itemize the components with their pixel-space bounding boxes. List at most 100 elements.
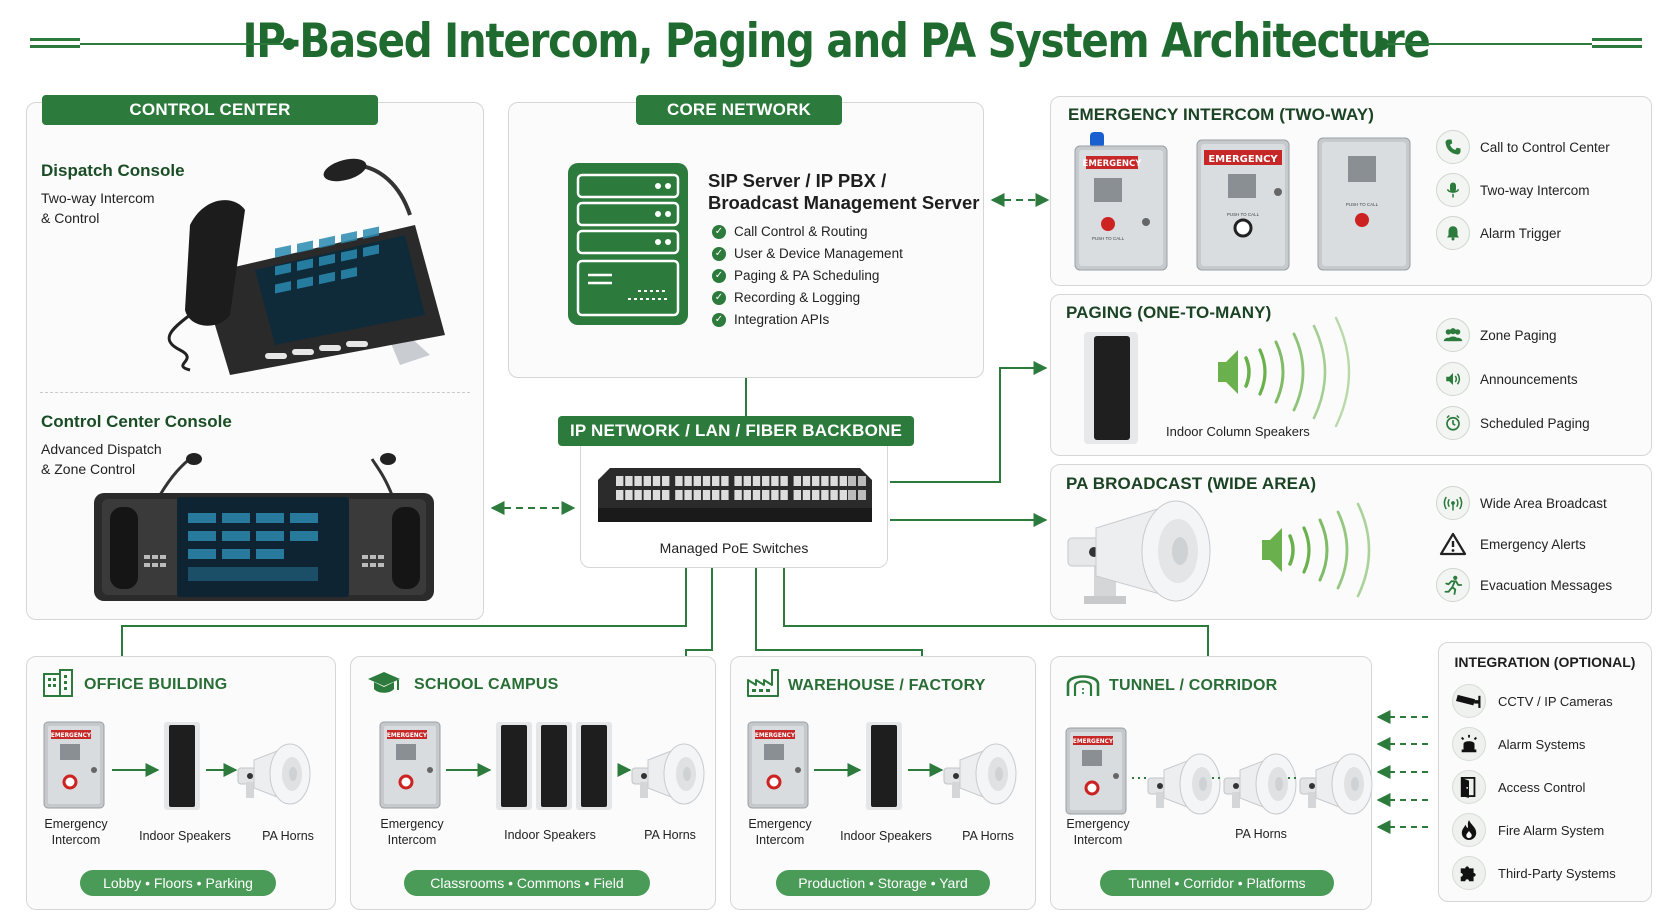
server-title: SIP Server / IP PBX / Broadcast Manageme… (708, 170, 979, 214)
switch-port (693, 476, 701, 486)
paging-title: PAGING (ONE-TO-MANY) (1066, 303, 1272, 322)
switch-port (830, 476, 838, 486)
switch-port (702, 490, 711, 500)
svg-text:EMERGENCY: EMERGENCY (387, 733, 428, 739)
site-column-speaker (866, 722, 902, 810)
site-column-speaker (496, 722, 532, 810)
svg-text:PUSH TO CALL: PUSH TO CALL (1227, 212, 1260, 217)
speaker-icon (1436, 362, 1470, 396)
switch-port (780, 476, 788, 486)
site-tunnel-title: TUNNEL / CORRIDOR (1109, 677, 1278, 694)
check-icon: ✓ (712, 313, 726, 327)
switch-port (771, 490, 779, 500)
switch-port (675, 476, 683, 486)
bell-icon (1436, 216, 1470, 250)
site-office-title: OFFICE BUILDING (84, 676, 228, 693)
svg-text:PUSH TO CALL: PUSH TO CALL (1346, 202, 1379, 207)
switch-port (616, 476, 624, 486)
site-tunnel-horns-label: PA Horns (1235, 827, 1287, 841)
svg-text:PUSH TO CALL: PUSH TO CALL (1092, 236, 1125, 241)
switch-uplink-port (848, 476, 856, 486)
switch-uplink-port (858, 476, 866, 486)
switch-port (625, 490, 633, 500)
switch-port (802, 490, 811, 500)
control-center-header: CONTROL CENTER (42, 95, 378, 125)
site-column-speaker (576, 722, 612, 810)
svg-text:EMERGENCY: EMERGENCY (1083, 159, 1143, 169)
switch-port (752, 476, 761, 486)
site-pa-horn (1147, 753, 1221, 815)
feature-two-way-intercom: Two-way Intercom (1436, 173, 1610, 207)
switch-port (734, 476, 742, 486)
graduation-cap-icon (368, 672, 400, 693)
microphone-icon (1436, 173, 1470, 207)
feature-wide-area-broadcast: Wide Area Broadcast (1436, 486, 1612, 520)
control-center-console-desc1: Advanced Dispatch (41, 441, 162, 457)
door-icon (1452, 770, 1486, 804)
poe-switch-label: Managed PoE Switches (659, 540, 809, 556)
check-icon: ✓ (712, 269, 726, 283)
feature-call-to-control: Call to Control Center (1436, 130, 1610, 164)
site-intercom-box: EMERGENCY (747, 721, 809, 809)
switch-port (830, 490, 838, 500)
switch-port (684, 490, 692, 500)
switch-port (762, 476, 770, 486)
switch-port (684, 476, 692, 486)
site-tunnel-zones: Tunnel • Corridor • Platforms (1100, 870, 1334, 896)
switch-port (702, 476, 711, 486)
switch-port (616, 490, 624, 500)
pa-broadcast-title: PA BROADCAST (WIDE AREA) (1066, 474, 1317, 493)
backbone-header: IP NETWORK / LAN / FIBER BACKBONE (558, 416, 914, 446)
switch-port (662, 476, 670, 486)
switch-port (793, 476, 801, 486)
control-center-console-title: Control Center Console (41, 412, 232, 431)
tunnel-icon (1066, 675, 1100, 696)
dispatch-console-desc1: Two-way Intercom (41, 190, 155, 206)
svg-text:EMERGENCY: EMERGENCY (1073, 739, 1114, 745)
switch-port (712, 490, 720, 500)
site-column-speaker (164, 722, 200, 810)
integration-alarm: Alarm Systems (1452, 727, 1616, 761)
switch-port (752, 490, 761, 500)
switch-port (812, 490, 820, 500)
dispatch-console-title: Dispatch Console (41, 161, 185, 180)
switch-uplink-port (858, 490, 866, 500)
pa-horn-device (1067, 500, 1211, 604)
cctv-camera-icon (1452, 684, 1486, 718)
server-feature-list: ✓Call Control & Routing ✓User & Device M… (712, 221, 903, 331)
feature-alarm-trigger: Alarm Trigger (1436, 216, 1610, 250)
paging-panel (1050, 294, 1652, 456)
puzzle-piece-icon (1452, 856, 1486, 890)
switch-port (743, 476, 751, 486)
check-icon: ✓ (712, 291, 726, 305)
siren-icon (1452, 727, 1486, 761)
server-feature: ✓Recording & Logging (712, 287, 903, 309)
building-icon (43, 669, 73, 697)
integration-access-control: Access Control (1452, 770, 1616, 804)
site-warehouse-horns-label: PA Horns (962, 829, 1014, 843)
svg-text:EMERGENCY: EMERGENCY (755, 733, 796, 739)
server-feature: ✓Integration APIs (712, 309, 903, 331)
feature-emergency-alerts: Emergency Alerts (1436, 527, 1612, 561)
sound-waves-pa (1262, 502, 1371, 598)
switch-port (625, 476, 633, 486)
sound-waves-paging (1218, 316, 1351, 428)
running-person-icon (1436, 568, 1470, 602)
pa-feature-list: Wide Area Broadcast Emergency Alerts Eva… (1436, 486, 1612, 602)
switch-port (839, 490, 847, 500)
switch-port (821, 490, 829, 500)
site-school-speakers-label: Indoor Speakers (504, 828, 596, 842)
integration-list: CCTV / IP Cameras Alarm Systems Access C… (1452, 684, 1616, 890)
integration-title: INTEGRATION (OPTIONAL) (1454, 654, 1636, 670)
site-office-speakers-label: Indoor Speakers (139, 829, 231, 843)
paging-feature-list: Zone Paging Announcements Scheduled Pagi… (1436, 318, 1590, 440)
core-network-header: CORE NETWORK (636, 95, 842, 125)
site-office-zones: Lobby • Floors • Parking (80, 870, 276, 896)
server-feature: ✓User & Device Management (712, 243, 903, 265)
feature-announcements: Announcements (1436, 362, 1590, 396)
switch-port (693, 490, 701, 500)
check-icon: ✓ (712, 247, 726, 261)
